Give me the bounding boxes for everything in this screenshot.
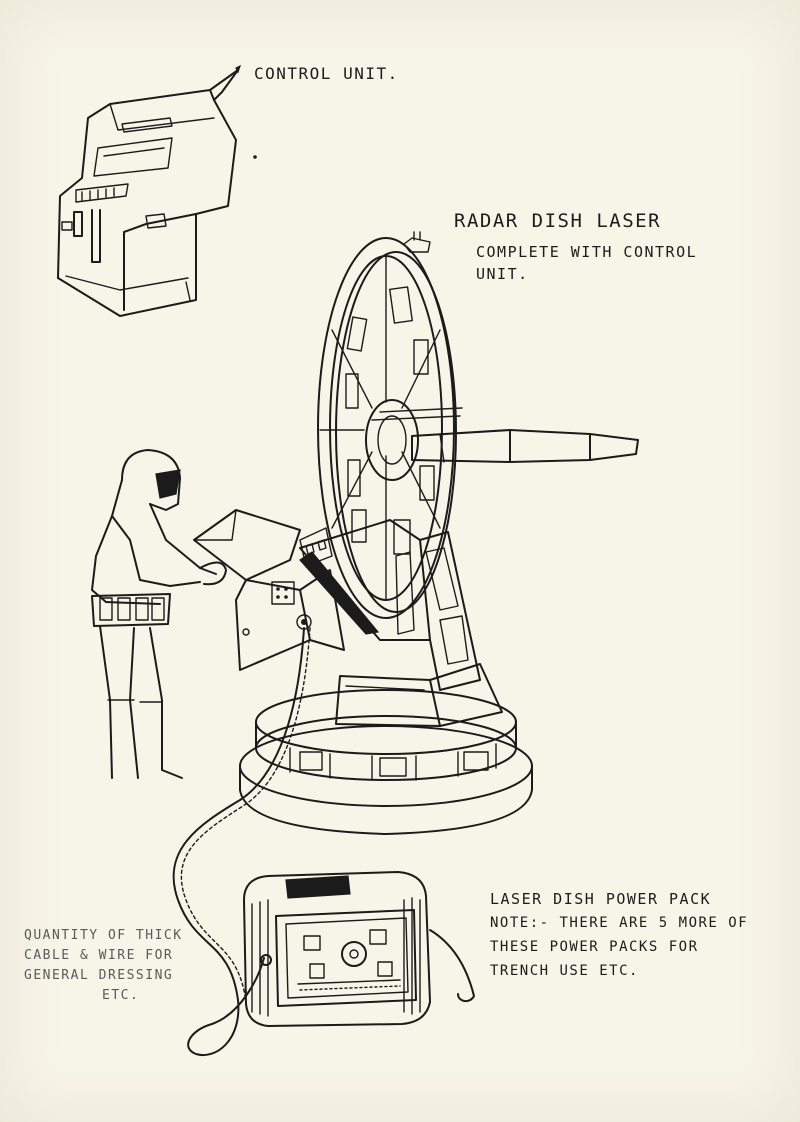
power-pack-note-3: TRENCH USE ETC. [490,963,639,979]
thick-cable-sketch [172,627,311,1057]
power-pack-note-1: NOTE:- THERE ARE 5 MORE OF [490,915,749,931]
cable-note-4: ETC. [102,988,140,1003]
radar-dish-laser-title: RADAR DISH LASER [454,210,662,232]
control-console-sketch [193,509,345,671]
soldier-figure-sketch [91,449,227,779]
radar-dish-laser-subtitle-1: COMPLETE WITH CONTROL [476,243,698,261]
radar-dish-laser-sketch [317,231,639,619]
turret-mount-sketch [239,519,533,835]
radar-dish-laser-subtitle-2: UNIT. [476,265,529,283]
control-unit-sketch [57,64,257,317]
cable-note-2: CABLE & WIRE FOR [24,948,174,963]
power-pack-title: LASER DISH POWER PACK [490,890,712,908]
cable-note-3: GENERAL DRESSING [24,968,174,983]
power-pack-note-2: THESE POWER PACKS FOR [490,939,699,955]
control-unit-label: CONTROL UNIT. [254,64,399,83]
cable-note-1: QUANTITY OF THICK [24,928,183,943]
power-pack-sketch [243,871,475,1027]
